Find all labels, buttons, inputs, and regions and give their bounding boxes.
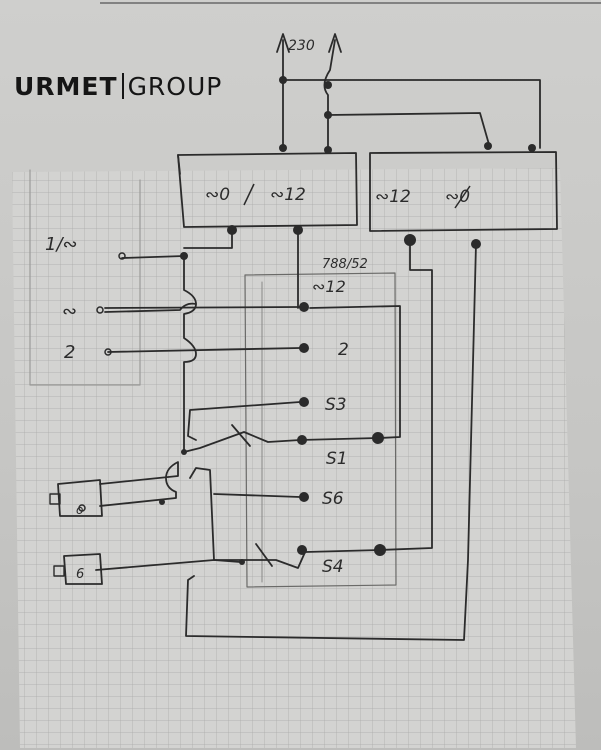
urmet-group-logo: URMET GROUP [14,72,222,101]
unit-terminal-s3: S3 [325,395,347,415]
unit-terminal-s1: S1 [326,449,348,469]
input-label-n: ∾ [62,301,77,322]
unit-terminal-2: 2 [338,340,349,360]
right-module-terminal-n0: ∾0 [445,187,470,207]
input-label-2: 2 [64,342,75,363]
voltage-label: 230 [288,38,315,54]
supply-arrows [276,33,541,149]
logo-text-group: GROUP [127,72,223,101]
wires [95,229,477,641]
ghost-outline [29,169,141,386]
input-label-1n: 1/∾ [45,234,78,255]
left-module-terminal-n12: ∾12 [270,185,306,205]
left-module-terminal-n0: ∾0 [205,185,230,205]
unit-model-label: 788/52 [322,257,368,272]
strike-mark-left [243,183,255,206]
unit-terminal-s4: S4 [322,557,344,577]
logo-text-urmet: URMET [14,72,118,101]
left-module-box [177,152,358,228]
right-module-terminal-n12: ∾12 [375,187,411,207]
graph-paper [12,168,576,748]
right-module-box [369,151,558,232]
unit-terminal-s6: S6 [322,489,344,509]
connector-upper [57,479,103,517]
relay-unit-box [244,272,397,588]
logo-divider [121,73,124,99]
connector-upper-mark: o [76,503,83,517]
strike-mark-right [454,185,471,209]
connector-lower-mark: 6 [76,567,84,582]
terminals [78,76,536,565]
unit-terminal-n12: ∾12 [312,277,346,296]
connector-lower [63,553,103,585]
